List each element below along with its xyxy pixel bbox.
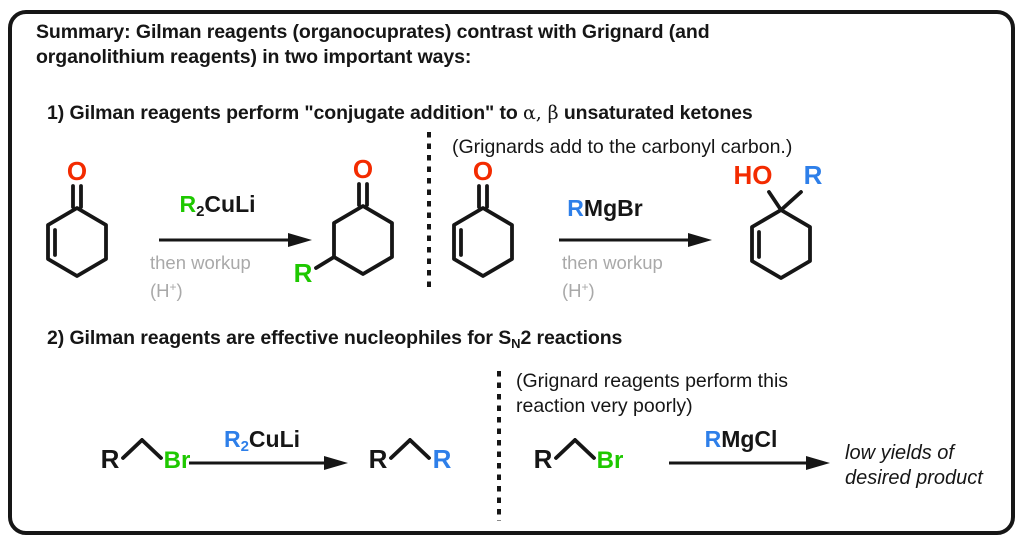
reaction-arrow-grignard-2 (669, 456, 830, 470)
molecule-cyclohexenone-grignard: O (452, 156, 514, 278)
hydroxyl-ho-label: HO (734, 160, 773, 190)
diagram-border-frame (8, 10, 1015, 535)
result-line2: desired product (845, 467, 983, 489)
reagent-sub2: 2 (196, 203, 205, 220)
molecule-alkyl-bromide-grignard: R Br (534, 438, 624, 474)
summary-title-line1: Summary: Gilman reagents (organocuprates… (36, 21, 710, 43)
grignard-note-2-line1: (Grignard reagents perform this (516, 370, 789, 392)
reaction-arrow-grignard-1 (559, 233, 712, 247)
r-group-label-blue: R (804, 160, 823, 190)
molecule-coupled-product: R R (369, 438, 452, 474)
molecule-alkyl-bromide-gilman: R Br (101, 438, 191, 474)
low-yield-result-text: low yields of desired product (845, 441, 983, 491)
workup-line1: then workup (562, 252, 663, 273)
molecule-r-cyclohexenol-product: HO R (734, 160, 823, 280)
r-group-label-green: R (294, 258, 313, 288)
workup-plus: + (581, 280, 589, 294)
reagent-r-green: R (179, 191, 197, 217)
carbonyl-o-label: O (473, 156, 493, 186)
reagent-culi: CuLi (204, 191, 256, 217)
sn2-subscript: N (511, 336, 521, 351)
dashed-divider-2 (497, 371, 501, 521)
r-group-label: R (369, 444, 388, 474)
section1-heading-post: unsaturated ketones (558, 102, 753, 124)
reagent-sub2: 2 (240, 438, 249, 455)
reaction-arrow-gilman-1 (159, 233, 312, 247)
section2-heading-pre: 2) Gilman reagents are effective nucleop… (47, 327, 512, 349)
bromine-label: Br (164, 447, 191, 474)
reaction-arrow-gilman-2 (189, 456, 348, 470)
grignard-note-2-line2: reaction very poorly) (516, 395, 693, 417)
reagent-label-rmgbr: RMgBr (550, 195, 660, 222)
workup-h: (H (562, 280, 582, 301)
workup-line2: (H+) (150, 275, 251, 303)
molecule-cyclohexenone-gilman: O (46, 156, 108, 278)
workup-plus: + (169, 280, 177, 294)
reagent-r-blue: R (704, 426, 722, 452)
reagent-culi: CuLi (248, 426, 301, 452)
molecule-r-cyclohexanone-product: O R (294, 154, 394, 288)
workup-close: ) (588, 280, 595, 301)
reagent-label-rmgcl: RMgCl (681, 426, 801, 453)
carbonyl-o-label: O (353, 154, 373, 184)
reagent-r-blue: R (567, 195, 584, 221)
summary-title-line2: organolithium reagents) in two important… (36, 46, 472, 68)
r-group-label: R (101, 444, 120, 474)
section1-heading-pre: 1) Gilman reagents perform "conjugate ad… (47, 102, 524, 124)
dashed-divider-1 (427, 132, 431, 289)
summary-title: Summary: Gilman reagents (organocuprates… (36, 20, 896, 70)
reagent-r-blue: R (223, 426, 241, 452)
reagent-label-r2culi-2: R2CuLi (202, 426, 322, 455)
reagent-mgcl: MgCl (721, 426, 778, 452)
workup-condition-1: then workup (H+) (150, 251, 251, 303)
section1-heading: 1) Gilman reagents perform "conjugate ad… (47, 102, 753, 125)
workup-line2: (H+) (562, 275, 663, 303)
alpha-beta-symbols: α, β (523, 102, 559, 124)
workup-close: ) (176, 280, 183, 301)
reagent-label-r2culi-1: R2CuLi (160, 191, 275, 220)
bromine-label: Br (597, 447, 624, 474)
r-group-label: R (534, 444, 553, 474)
workup-condition-2: then workup (H+) (562, 251, 663, 303)
grignard-note-2: (Grignard reagents perform this reaction… (516, 369, 788, 419)
result-line1: low yields of (845, 442, 954, 464)
section2-heading-post: 2 reactions (520, 327, 623, 349)
r-group-label-blue: R (433, 444, 452, 474)
workup-line1: then workup (150, 252, 251, 273)
grignard-note-1: (Grignards add to the carbonyl carbon.) (452, 136, 793, 158)
section2-heading: 2) Gilman reagents are effective nucleop… (47, 327, 622, 351)
carbonyl-o-label: O (67, 156, 87, 186)
workup-h: (H (150, 280, 170, 301)
reagent-mgbr: MgBr (583, 195, 643, 221)
